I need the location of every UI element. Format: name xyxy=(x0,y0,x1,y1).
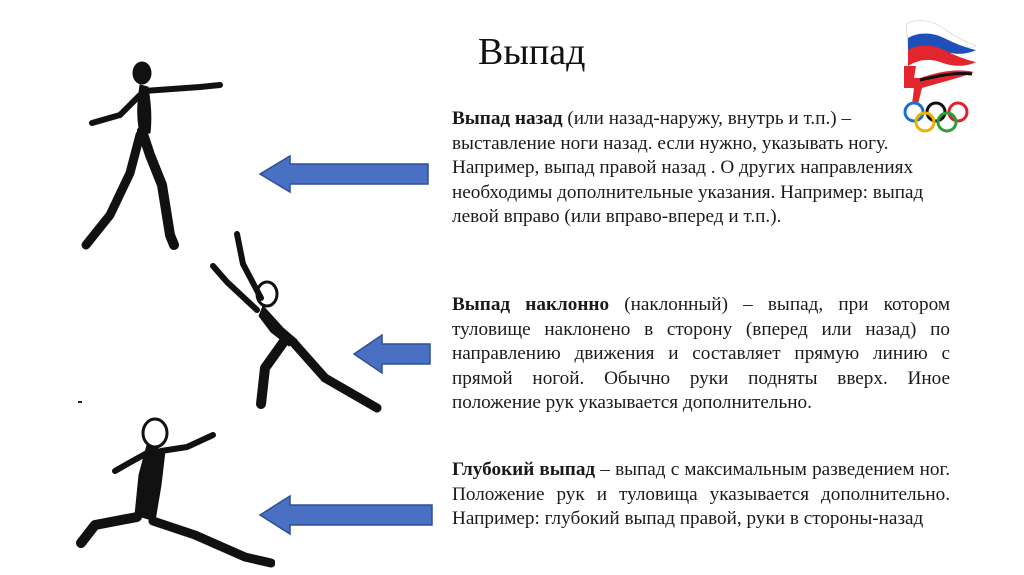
term-lunge-deep: Глубокий выпад xyxy=(452,459,596,480)
paragraph-lunge-back: Выпад назад (или назад-наружу, внутрь и … xyxy=(452,107,950,230)
text-lunge-deep: – выпад с максимальным разведением ног. … xyxy=(452,459,950,529)
text-lunge-back: (или назад-наружу, внутрь и т.п.) – выст… xyxy=(452,108,924,227)
gymnast-figure-lunge-inclined xyxy=(210,231,382,413)
term-lunge-inclined: Выпад наклонно xyxy=(452,294,610,315)
gymnast-figure-lunge-back xyxy=(81,61,223,250)
slide-title: Выпад xyxy=(478,31,586,73)
arrow-left-icon xyxy=(258,154,429,194)
text-lunge-inclined: (наклонный) – выпад, при котором туловищ… xyxy=(452,294,950,413)
olympic-logo-icon xyxy=(903,20,977,133)
paragraph-lunge-deep: Глубокий выпад – выпад с максимальным ра… xyxy=(452,458,950,532)
arrow-left-icon xyxy=(258,494,433,536)
gymnast-figure-lunge-deep xyxy=(76,417,275,568)
paragraph-lunge-inclined: Выпад наклонно (наклонный) – выпад, при … xyxy=(452,293,950,416)
stray-mark xyxy=(78,401,82,403)
arrow-left-icon xyxy=(352,333,431,375)
term-lunge-back: Выпад назад xyxy=(452,108,563,129)
